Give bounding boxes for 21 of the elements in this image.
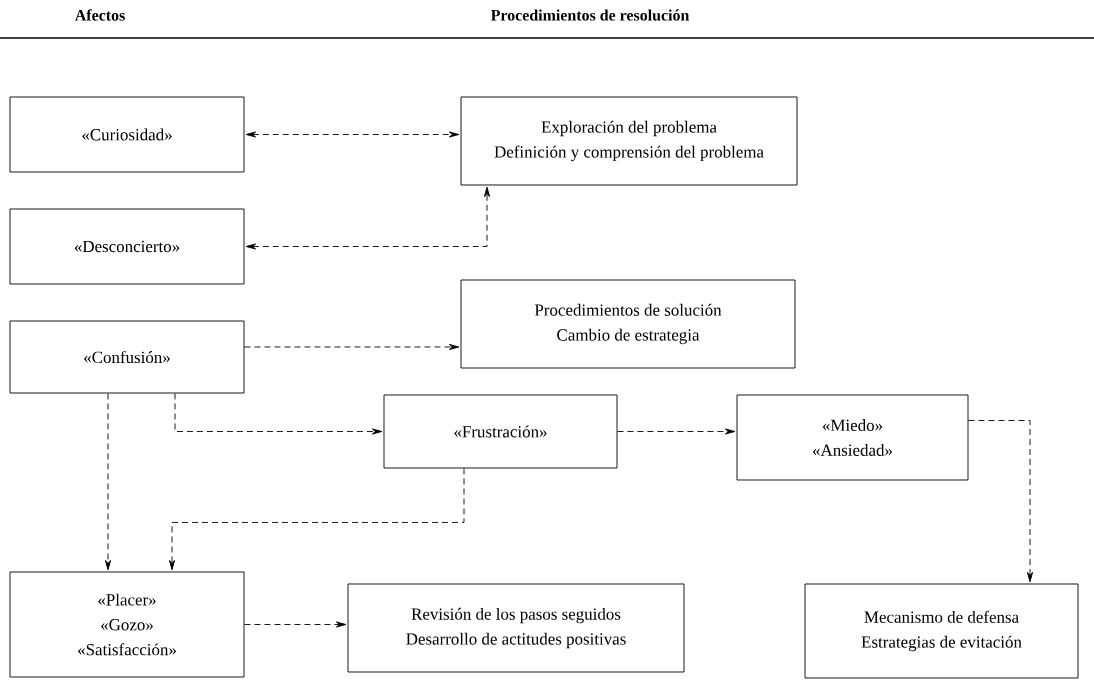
arrow bbox=[617, 428, 736, 435]
text-box: «Frustración» bbox=[383, 394, 618, 469]
text-box: «Confusión» bbox=[9, 320, 245, 394]
text-box: «Desconcierto» bbox=[9, 208, 245, 285]
arrow bbox=[105, 393, 111, 571]
text-box: «Curiosidad» bbox=[9, 96, 245, 173]
column-heading: Procedimientos de resolución bbox=[490, 9, 690, 21]
text-box: Procedimientos de solución Cambio de estrategia bbox=[460, 279, 796, 369]
text-box: Mecanismo de defensa Estrategias de evitación bbox=[804, 583, 1079, 679]
arrow bbox=[169, 468, 465, 571]
arrow bbox=[244, 621, 347, 628]
arrow bbox=[245, 186, 490, 250]
text-box: «Miedo» «Ansiedad» bbox=[736, 394, 969, 481]
arrow bbox=[245, 131, 460, 138]
column-heading: Afectos bbox=[74, 9, 125, 21]
text-box: Exploración del problema Definición y comprensión del problema bbox=[460, 96, 798, 186]
text-box: Revisión de los pasos seguidos Desarrollo de actitudes positivas bbox=[347, 583, 685, 673]
arrow bbox=[968, 420, 1033, 583]
arrow bbox=[244, 344, 460, 350]
text-box: «Placer» «Gozo» «Satisfacción» bbox=[9, 571, 245, 678]
arrow bbox=[174, 393, 383, 435]
